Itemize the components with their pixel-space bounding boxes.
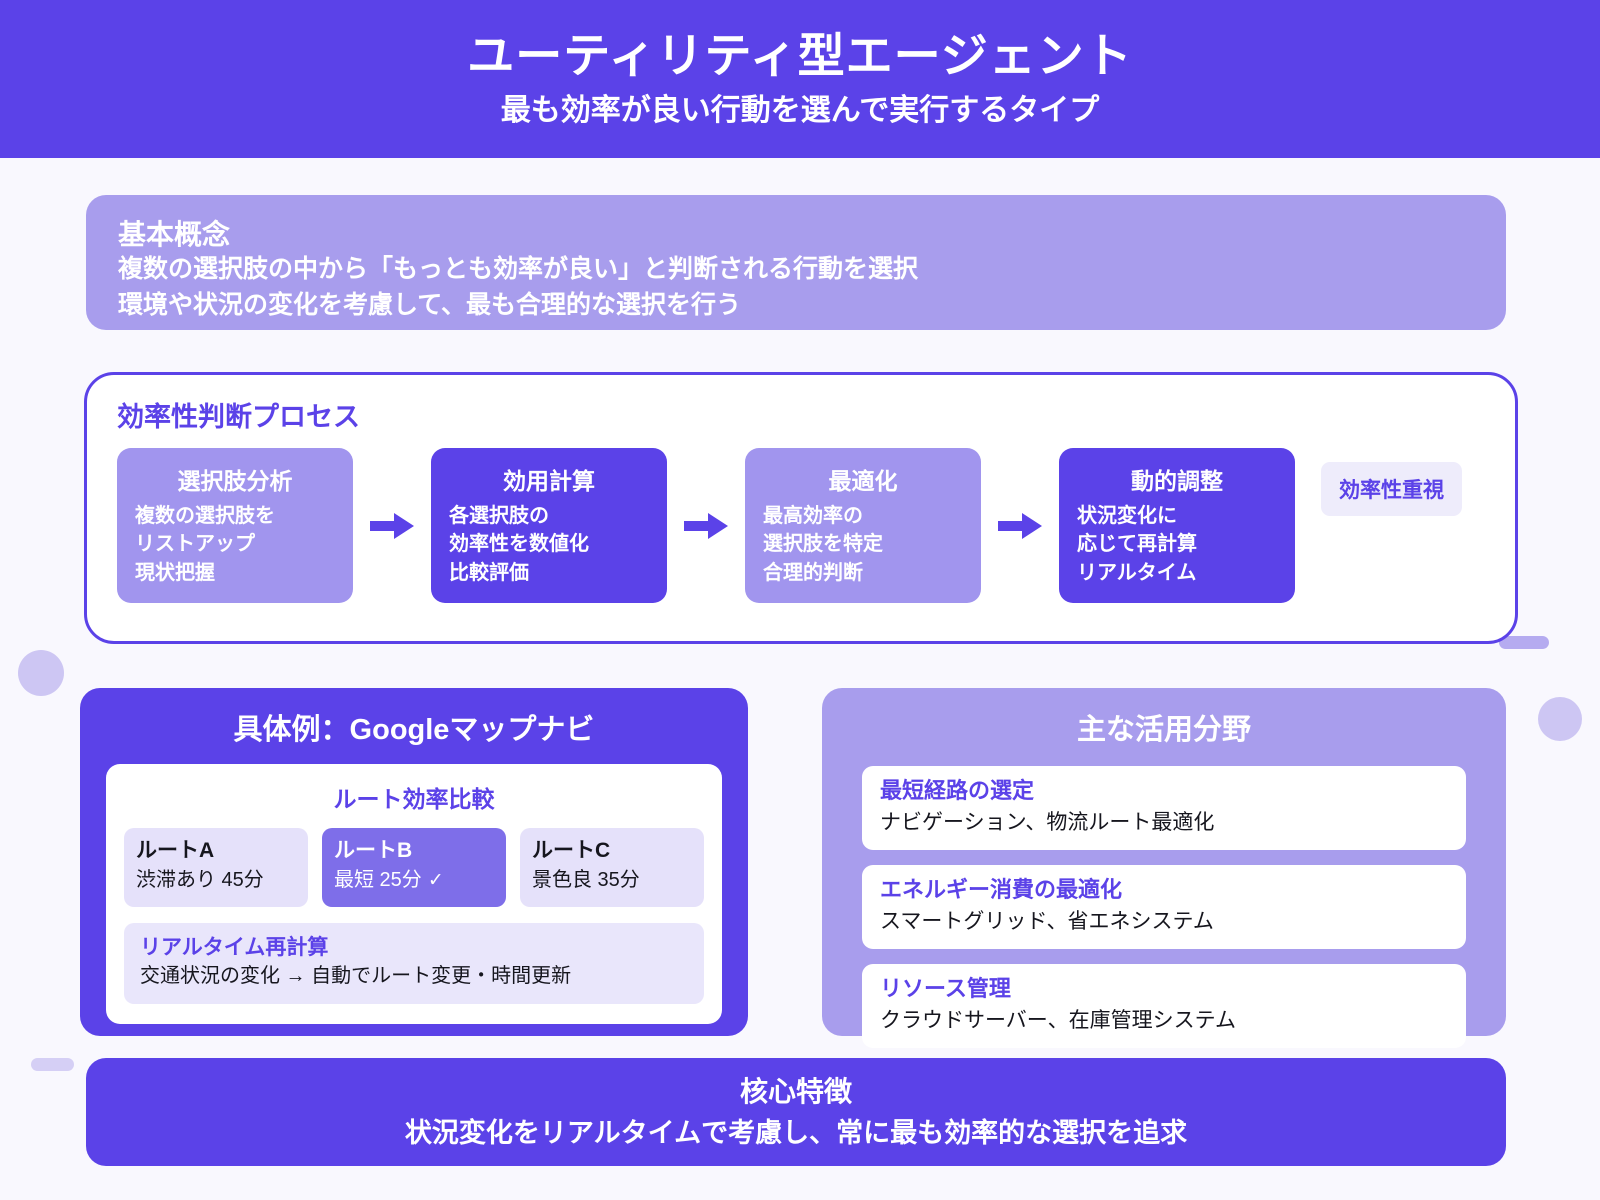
field-item-3-title: リソース管理	[880, 975, 1011, 1001]
page-header: ユーティリティ型エージェント 最も効率が良い行動を選んで実行するタイプ	[0, 0, 1600, 158]
field-item-2-desc: スマートグリッド、省エネシステム	[880, 909, 1214, 933]
field-item-3[interactable]: リソース管理 クラウドサーバー、在庫管理システム	[862, 963, 1466, 1048]
process-step-3-line-3: 合理的判断	[763, 561, 863, 584]
core-feature-banner: 核心特徴 状況変化をリアルタイムで考慮し、常に最も効率的な選択を追求	[86, 1058, 1506, 1166]
field-item-2[interactable]: エネルギー消費の最適化 スマートグリッド、省エネシステム	[862, 864, 1466, 949]
process-step-3-line-1: 最高効率の	[763, 505, 863, 527]
process-arrow-1-icon	[353, 512, 431, 539]
process-step-2[interactable]: 効用計算 各選択肢の 効率性を数値化 比較評価	[431, 448, 667, 603]
process-step-1-title: 選択肢分析	[177, 468, 293, 494]
route-card-c-detail: 景色良 35分	[532, 869, 640, 892]
application-fields-title: 主な活用分野	[1076, 714, 1251, 746]
efficiency-badge: 効率性重視	[1321, 462, 1462, 516]
field-item-3-desc: クラウドサーバー、在庫管理システム	[880, 1008, 1236, 1032]
route-comparison-title: ルート効率比較	[333, 786, 495, 812]
example-card: 具体例：Googleマップナビ ルート効率比較 ルートA 渋滞あり 45分 ルー…	[80, 688, 748, 1036]
decorative-dot-left	[18, 650, 64, 696]
route-card-a[interactable]: ルートA 渋滞あり 45分	[124, 828, 308, 907]
process-step-3-lines: 最高効率の 選択肢を特定 合理的判断	[761, 502, 965, 587]
realtime-recalc-title: リアルタイム再計算	[140, 935, 329, 959]
basic-concept-title: 基本概念	[118, 219, 231, 250]
field-item-2-title: エネルギー消費の最適化	[880, 876, 1123, 902]
process-steps-row: 選択肢分析 複数の選択肢を リストアップ 現状把握 効用計算 各選択肢の 効率性…	[117, 448, 1485, 603]
decorative-bar-left	[31, 1058, 74, 1071]
route-card-a-detail: 渋滞あり 45分	[136, 869, 264, 892]
process-step-4-line-2: 応じて再計算	[1077, 533, 1197, 556]
realtime-recalc-card: リアルタイム再計算 交通状況の変化 → 自動でルート変更・時間更新	[124, 922, 704, 1004]
route-card-b-name: ルートB	[334, 839, 413, 862]
realtime-recalc-text: 交通状況の変化 → 自動でルート変更・時間更新	[140, 965, 572, 988]
process-arrow-3-icon	[981, 512, 1059, 539]
field-item-1-desc: ナビゲーション、物流ルート最適化	[880, 810, 1215, 834]
decorative-bar-right	[1499, 636, 1549, 649]
field-item-1[interactable]: 最短経路の選定 ナビゲーション、物流ルート最適化	[862, 766, 1466, 850]
process-step-2-title: 効用計算	[503, 468, 595, 494]
process-step-1-lines: 複数の選択肢を リストアップ 現状把握	[133, 502, 337, 587]
process-step-1[interactable]: 選択肢分析 複数の選択肢を リストアップ 現状把握	[117, 448, 353, 603]
example-card-title: 具体例：Googleマップナビ	[233, 714, 595, 746]
core-feature-title: 核心特徴	[739, 1075, 852, 1107]
page-title: ユーティリティ型エージェント	[467, 28, 1133, 82]
process-step-1-line-2: リストアップ	[135, 533, 255, 556]
process-step-1-line-1: 複数の選択肢を	[135, 505, 275, 527]
route-card-b-detail: 最短 25分	[334, 869, 422, 892]
route-card-a-meta: 渋滞あり 45分	[136, 866, 296, 894]
application-fields-card: 主な活用分野 最短経路の選定 ナビゲーション、物流ルート最適化 エネルギー消費の…	[822, 688, 1506, 1048]
route-card-c-meta: 景色良 35分	[532, 866, 692, 894]
page-subtitle: 最も効率が良い行動を選んで実行するタイプ	[500, 94, 1100, 128]
route-comparison-panel: ルート効率比較 ルートA 渋滞あり 45分 ルートB 最短 25分✓ ルートC	[106, 764, 722, 1024]
basic-concept-line-1: 複数の選択肢の中から「もっとも効率が良い」と判断される行動を選択	[118, 255, 919, 283]
process-step-4-lines: 状況変化に 応じて再計算 リアルタイム	[1075, 502, 1279, 587]
process-step-3-line-2: 選択肢を特定	[763, 533, 883, 556]
route-card-a-name: ルートA	[136, 839, 215, 862]
process-step-1-line-3: 現状把握	[135, 561, 215, 584]
route-card-b[interactable]: ルートB 最短 25分✓	[322, 828, 506, 907]
process-step-2-line-2: 効率性を数値化	[449, 533, 589, 556]
process-panel: 効率性判断プロセス 選択肢分析 複数の選択肢を リストアップ 現状把握 効用計算…	[84, 372, 1518, 644]
field-item-1-title: 最短経路の選定	[880, 778, 1035, 803]
route-card-b-meta: 最短 25分✓	[334, 866, 494, 895]
process-step-2-line-1: 各選択肢の	[449, 505, 549, 527]
process-arrow-2-icon	[667, 512, 745, 539]
route-card-c-name: ルートC	[532, 839, 611, 862]
core-feature-text: 状況変化をリアルタイムで考慮し、常に最も効率的な選択を追求	[404, 1118, 1188, 1149]
process-step-4-line-3: リアルタイム	[1077, 561, 1197, 584]
process-step-2-lines: 各選択肢の 効率性を数値化 比較評価	[447, 502, 651, 587]
process-step-3-title: 最適化	[828, 468, 898, 494]
process-panel-title: 効率性判断プロセス	[117, 402, 360, 432]
process-step-2-line-3: 比較評価	[449, 561, 529, 584]
basic-concept-card: 基本概念 複数の選択肢の中から「もっとも効率が良い」と判断される行動を選択 環境…	[86, 195, 1506, 330]
basic-concept-line-2: 環境や状況の変化を考慮して、最も合理的な選択を行う	[118, 290, 742, 319]
process-step-4-line-1: 状況変化に	[1077, 505, 1177, 527]
route-list: ルートA 渋滞あり 45分 ルートB 最短 25分✓ ルートC 景色良 35分	[124, 828, 704, 907]
process-step-3[interactable]: 最適化 最高効率の 選択肢を特定 合理的判断	[745, 448, 981, 603]
route-card-c[interactable]: ルートC 景色良 35分	[520, 828, 704, 907]
process-step-4[interactable]: 動的調整 状況変化に 応じて再計算 リアルタイム	[1059, 448, 1295, 603]
check-icon: ✓	[427, 870, 444, 892]
decorative-dot-right	[1538, 697, 1582, 741]
process-step-4-title: 動的調整	[1131, 468, 1223, 494]
